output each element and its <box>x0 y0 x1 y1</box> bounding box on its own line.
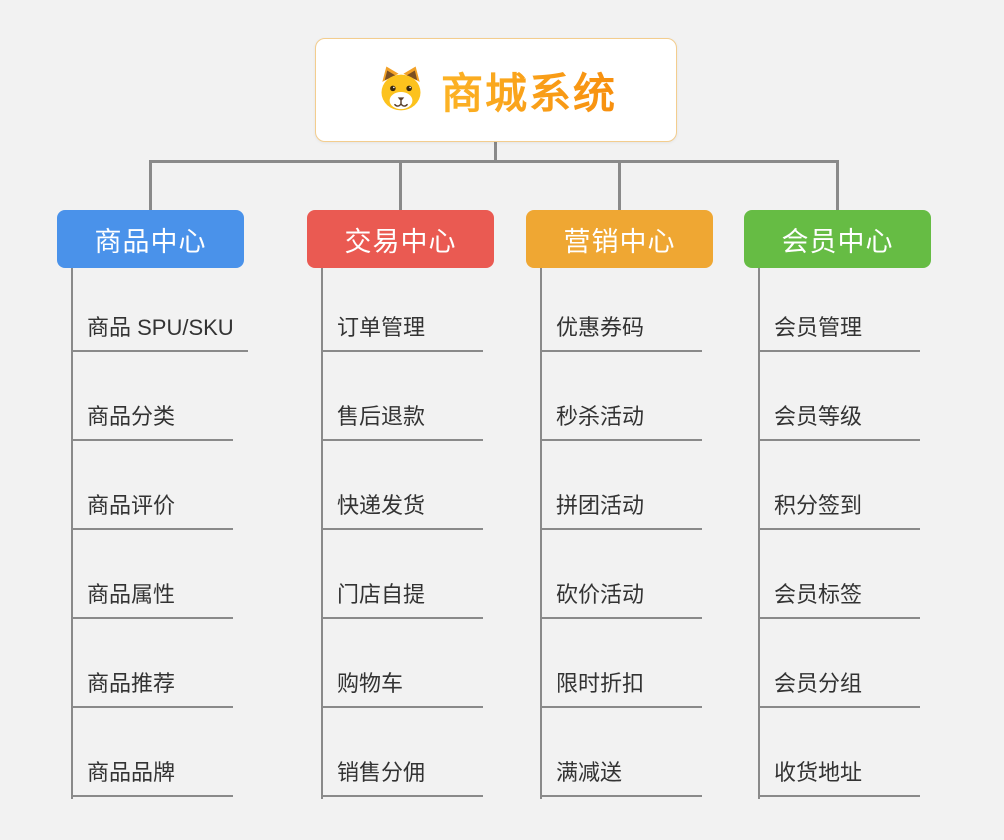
child-node[interactable]: 商品属性 <box>71 579 233 619</box>
branch-node-member-center[interactable]: 会员中心 <box>744 210 931 268</box>
child-node[interactable]: 限时折扣 <box>540 668 702 708</box>
branch-label: 交易中心 <box>344 226 457 257</box>
child-node[interactable]: 商品 SPU/SKU <box>71 312 248 352</box>
child-node[interactable]: 收货地址 <box>758 757 920 797</box>
connector-line <box>758 267 760 799</box>
child-node[interactable]: 满减送 <box>540 757 702 797</box>
branch-node-marketing-center[interactable]: 营销中心 <box>526 210 713 268</box>
branch-node-trade-center[interactable]: 交易中心 <box>307 210 494 268</box>
connector-line <box>494 141 497 161</box>
child-node[interactable]: 门店自提 <box>321 579 483 619</box>
connector-line <box>399 160 402 211</box>
branch-label: 营销中心 <box>563 226 676 257</box>
child-node[interactable]: 会员分组 <box>758 668 920 708</box>
branch-node-product-center[interactable]: 商品中心 <box>57 210 244 268</box>
child-node[interactable]: 会员等级 <box>758 401 920 441</box>
child-node[interactable]: 订单管理 <box>321 312 483 352</box>
connector-line <box>321 267 323 799</box>
child-node[interactable]: 会员标签 <box>758 579 920 619</box>
child-node[interactable]: 商品推荐 <box>71 668 233 708</box>
child-node[interactable]: 拼团活动 <box>540 490 702 530</box>
child-node[interactable]: 优惠券码 <box>540 312 702 352</box>
child-node[interactable]: 秒杀活动 <box>540 401 702 441</box>
root-node[interactable]: 商城系统 <box>315 38 677 142</box>
root-title: 商城系统 <box>441 60 617 121</box>
connector-line <box>836 160 839 211</box>
child-node[interactable]: 售后退款 <box>321 401 483 441</box>
child-node[interactable]: 快递发货 <box>321 490 483 530</box>
branch-label: 会员中心 <box>781 226 894 257</box>
child-node[interactable]: 购物车 <box>321 668 483 708</box>
connector-line <box>540 267 542 799</box>
child-node[interactable]: 会员管理 <box>758 312 920 352</box>
connector-line <box>149 160 839 163</box>
child-node[interactable]: 商品品牌 <box>71 757 233 797</box>
branch-label: 商品中心 <box>94 226 207 257</box>
child-node[interactable]: 销售分佣 <box>321 757 483 797</box>
dog-icon <box>375 64 427 116</box>
connector-line <box>71 267 73 799</box>
child-node[interactable]: 商品分类 <box>71 401 233 441</box>
connector-line <box>618 160 621 211</box>
child-node[interactable]: 积分签到 <box>758 490 920 530</box>
connector-line <box>149 160 152 211</box>
child-node[interactable]: 砍价活动 <box>540 579 702 619</box>
child-node[interactable]: 商品评价 <box>71 490 233 530</box>
